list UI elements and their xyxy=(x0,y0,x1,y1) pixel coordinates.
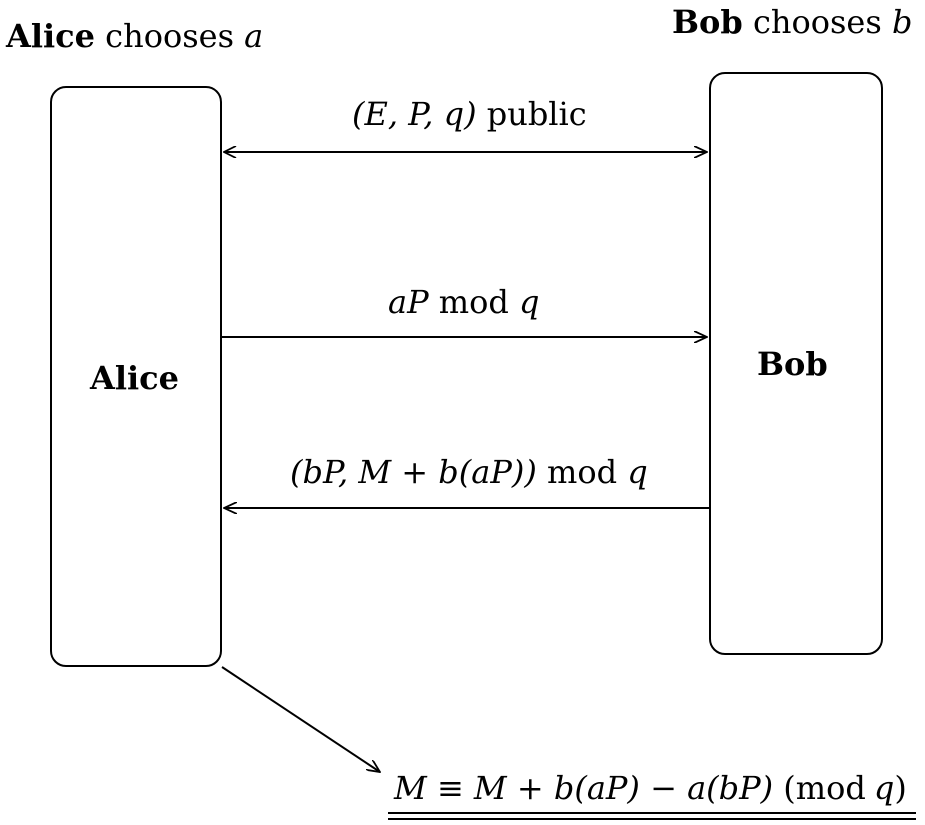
bob-header: Bob chooses b xyxy=(672,6,912,38)
result-mod-var: q xyxy=(873,769,895,807)
result-lhs: M xyxy=(394,769,427,807)
alice-to-bob-message: aP mod q xyxy=(388,286,540,318)
bob-box-label: Bob xyxy=(757,345,828,383)
result-arrow xyxy=(221,666,380,772)
alice-header-name: Alice xyxy=(6,17,95,55)
bob-header-var: b xyxy=(891,3,913,41)
alice-to-bob-text: mod xyxy=(438,283,509,321)
alice-to-bob-math: aP xyxy=(388,283,429,321)
bob-header-verb: chooses xyxy=(752,3,882,41)
alice-header-var: a xyxy=(244,17,264,55)
result-double-underline xyxy=(388,812,916,820)
bob-box: Bob xyxy=(709,72,883,655)
alice-box: Alice xyxy=(50,86,222,667)
result-rhs: M + b(aP) − a(bP) xyxy=(473,769,774,807)
result-mod-close: ) xyxy=(894,769,907,807)
alice-to-bob-tail: q xyxy=(519,283,540,321)
bob-to-alice-message: (bP, M + b(aP)) mod q xyxy=(290,456,648,488)
alice-header-verb: chooses xyxy=(105,17,234,55)
alice-header: Alice chooses a xyxy=(6,20,263,52)
public-message-text: public xyxy=(486,95,587,133)
public-message-math: (E, P, q) xyxy=(352,95,477,133)
public-message: (E, P, q) public xyxy=(352,98,587,130)
alice-box-label: Alice xyxy=(90,359,179,397)
bob-to-alice-text: mod xyxy=(547,453,618,491)
bob-to-alice-math: (bP, M + b(aP)) xyxy=(290,453,537,491)
result-mod-open: (mod xyxy=(783,769,866,807)
result-relation: ≡ xyxy=(436,769,464,807)
bob-header-name: Bob xyxy=(672,3,743,41)
bob-to-alice-tail: q xyxy=(627,453,648,491)
